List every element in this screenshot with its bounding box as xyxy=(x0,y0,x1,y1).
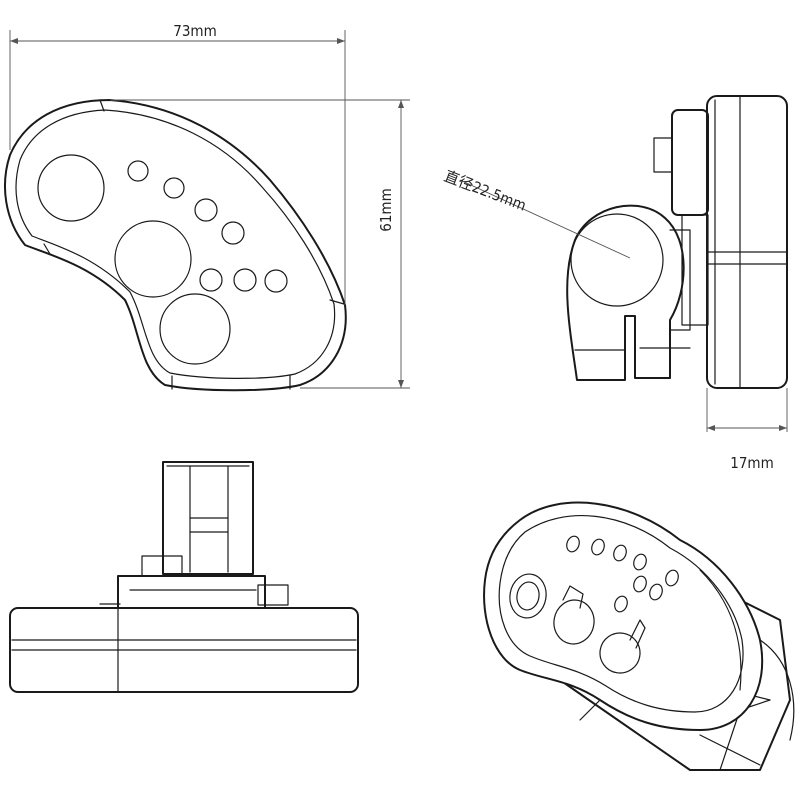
depth-label: 17mm xyxy=(730,454,773,472)
isometric-view xyxy=(483,501,795,771)
height-dimension: 61mm xyxy=(110,99,410,389)
diameter-label: 直径22.5mm xyxy=(442,167,529,215)
width-label: 73mm xyxy=(173,22,216,40)
side-view: 直径22.5mm xyxy=(442,95,788,389)
height-label: 61mm xyxy=(377,188,395,231)
top-view xyxy=(9,461,359,693)
front-view xyxy=(4,99,347,392)
width-dimension: 73mm xyxy=(9,22,346,305)
depth-dimension: 17mm xyxy=(706,388,788,472)
